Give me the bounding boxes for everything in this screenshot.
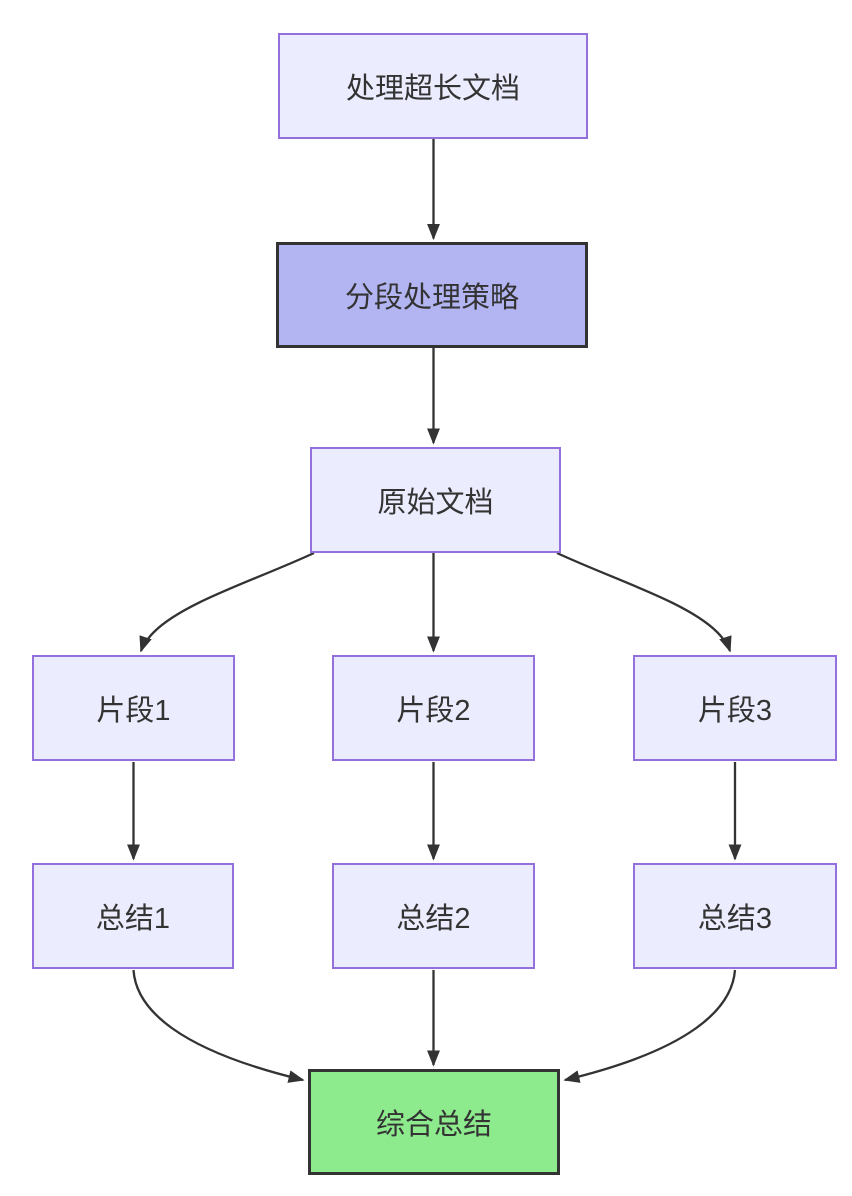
node-fragment-2: 片段2 [332, 655, 535, 761]
edge-summary1-to-final [132, 969, 305, 1083]
node-summary-1: 总结1 [32, 863, 234, 969]
node-process-long-doc: 处理超长文档 [278, 33, 588, 139]
node-fragment-1: 片段1 [32, 655, 235, 761]
node-fragment-1-label: 片段1 [96, 695, 171, 727]
node-summary-1-label: 总结1 [95, 903, 171, 935]
node-final-summary: 综合总结 [308, 1069, 560, 1175]
edge-summary3-to-final [563, 969, 737, 1083]
edge-original-to-fragment1 [139, 551, 315, 653]
node-summary-3-label: 总结3 [697, 903, 773, 935]
node-segmentation-strategy: 分段处理策略 [276, 242, 588, 348]
node-summary-2-label: 总结2 [396, 903, 471, 935]
node-summary-2: 总结2 [332, 863, 535, 969]
edge-original-to-fragment3 [556, 551, 732, 653]
node-segmentation-strategy-label: 分段处理策略 [344, 282, 519, 314]
node-summary-3: 总结3 [633, 863, 837, 969]
node-fragment-2-label: 片段2 [396, 695, 471, 727]
node-process-long-doc-label: 处理超长文档 [345, 73, 520, 105]
node-final-summary-label: 综合总结 [375, 1109, 492, 1141]
node-fragment-3-label: 片段3 [697, 695, 773, 727]
node-original-doc-label: 原始文档 [377, 487, 494, 519]
node-fragment-3: 片段3 [633, 655, 837, 761]
node-original-doc: 原始文档 [310, 447, 561, 553]
